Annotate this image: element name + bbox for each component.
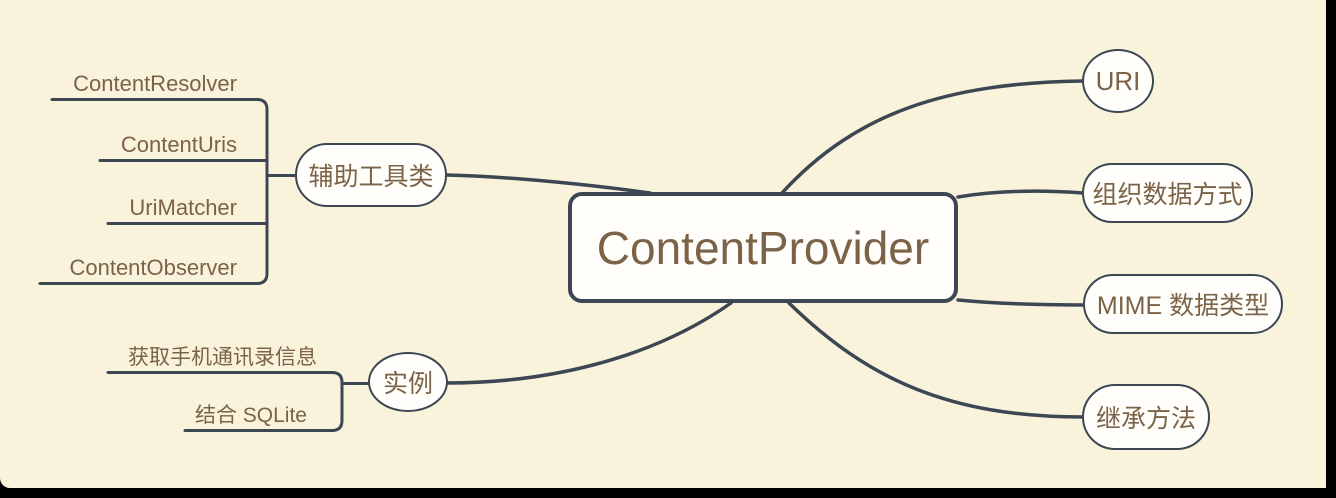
topic-uri[interactable]: URI bbox=[1082, 49, 1154, 113]
edge-helper-children-rail bbox=[38, 98, 269, 285]
edge-root-to-example bbox=[445, 301, 733, 385]
topic-inherited-methods[interactable]: 继承方法 bbox=[1082, 384, 1210, 450]
edge-root-to-inherit bbox=[787, 301, 1085, 419]
topic-organize-data-method[interactable]: 组织数据方式 bbox=[1082, 163, 1253, 223]
subtopic-contenturis[interactable]: ContentUris bbox=[120, 132, 237, 157]
mindmap-canvas[interactable]: ContentProvider URI 组织数据方式 MIME 数据类型 继承方… bbox=[0, 0, 1326, 488]
edge-helper-to-root bbox=[445, 173, 652, 195]
edge-root-to-uri bbox=[780, 79, 1085, 195]
edge-root-to-organize bbox=[956, 189, 1085, 199]
edge-example-children-rail bbox=[106, 371, 344, 432]
topic-helper-classes[interactable]: 辅助工具类 bbox=[295, 143, 447, 207]
edge-root-to-mime bbox=[956, 298, 1086, 307]
subtopic-contentobserver[interactable]: ContentObserver bbox=[69, 255, 237, 280]
subtopic-contentresolver[interactable]: ContentResolver bbox=[73, 71, 237, 96]
central-topic-contentprovider[interactable]: ContentProvider bbox=[568, 192, 958, 303]
connector-lines bbox=[38, 79, 1086, 432]
topic-mime-data-type[interactable]: MIME 数据类型 bbox=[1083, 274, 1283, 334]
subtopic-urimatcher[interactable]: UriMatcher bbox=[129, 195, 237, 220]
subtopic-combine-sqlite[interactable]: 结合 SQLite bbox=[194, 404, 307, 427]
subtopic-get-phone-contacts[interactable]: 获取手机通讯录信息 bbox=[128, 346, 317, 369]
topic-example[interactable]: 实例 bbox=[368, 352, 448, 412]
